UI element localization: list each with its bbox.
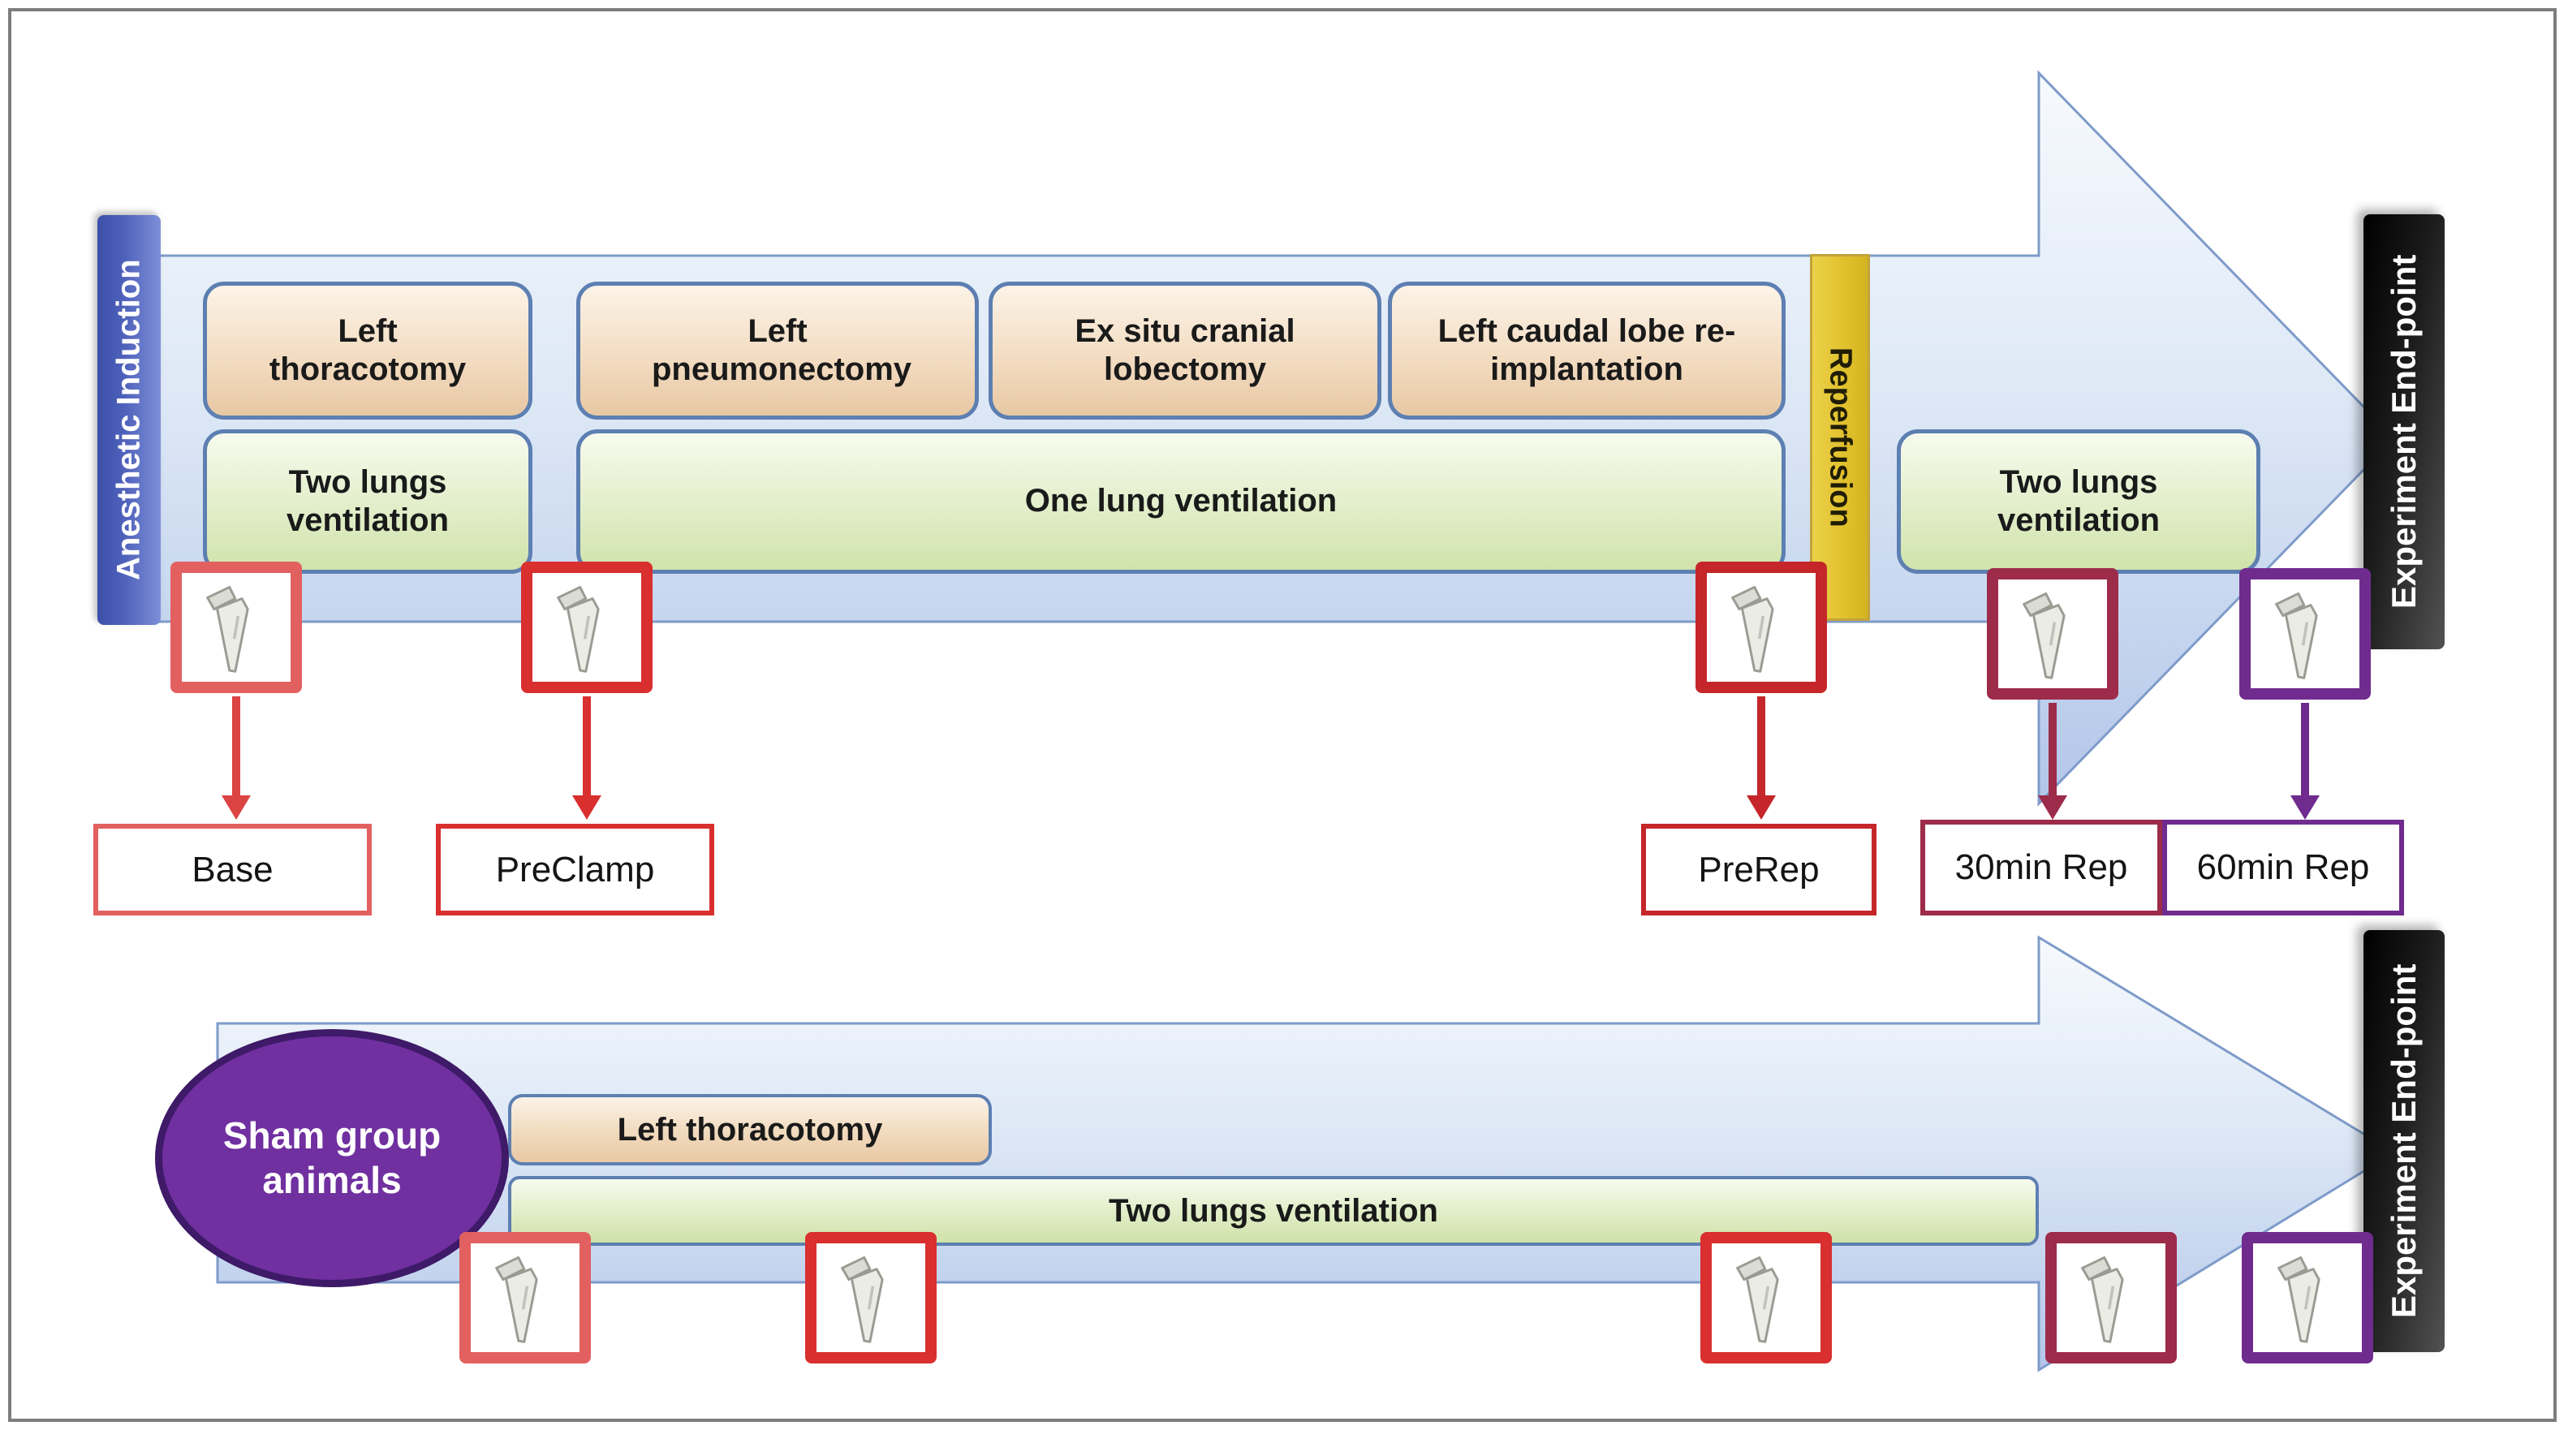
- procedure-label: Ex situ cranial lobectomy: [1075, 312, 1295, 387]
- tube-icon: [1718, 1250, 1814, 1346]
- sham-thoracotomy-bar: Left thoracotomy: [508, 1094, 992, 1165]
- procedure-box-ex-situ-lobectomy: Ex situ cranial lobectomy: [989, 282, 1381, 420]
- reperfusion-bar: Reperfusion: [1810, 254, 1870, 621]
- sample-label-preclamp: PreClamp: [436, 824, 714, 915]
- sham-group-label: Sham group animals: [222, 1114, 442, 1201]
- sample-label-60min: 60min Rep: [2162, 820, 2404, 915]
- down-arrow-60min: [2290, 703, 2320, 820]
- sham-tube-5: [2242, 1232, 2373, 1363]
- figure-border: [8, 8, 2557, 1422]
- procedure-label: Left pneumonectomy: [652, 312, 912, 387]
- sample-tube-30min: [1987, 568, 2118, 700]
- ventilation-label: Two lungs ventilation: [286, 463, 450, 538]
- endpoint-bar-bottom: Experiment End-point: [2363, 930, 2445, 1352]
- down-arrow-30min: [2038, 703, 2067, 820]
- ventilation-label: One lung ventilation: [1024, 483, 1338, 519]
- sham-tube-2: [805, 1232, 937, 1363]
- down-arrow-prerep: [1747, 696, 1776, 820]
- procedure-box-left-thoracotomy: Left thoracotomy: [203, 282, 532, 420]
- tube-icon: [539, 579, 635, 675]
- sample-label-base: Base: [93, 824, 372, 915]
- sample-tube-prerep: [1695, 562, 1827, 693]
- ventilation-box-two-lungs-2: Two lungs ventilation: [1897, 429, 2260, 574]
- tube-icon: [477, 1250, 573, 1346]
- tube-icon: [823, 1250, 919, 1346]
- sample-tube-preclamp: [521, 562, 653, 693]
- procedure-box-left-pneumonectomy: Left pneumonectomy: [576, 282, 979, 420]
- procedure-label: Left thoracotomy: [269, 312, 467, 387]
- sham-tube-1: [459, 1232, 591, 1363]
- ventilation-box-two-lungs-1: Two lungs ventilation: [203, 429, 532, 574]
- sample-label-30min: 30min Rep: [1920, 820, 2162, 915]
- procedure-label: Left caudal lobe re-implantation: [1437, 312, 1736, 387]
- sham-group-ellipse: Sham group animals: [155, 1029, 509, 1287]
- endpoint-bar-top: Experiment End-point: [2363, 214, 2445, 649]
- tube-icon: [1713, 579, 1809, 675]
- tube-icon: [2005, 586, 2101, 682]
- sample-tube-base: [170, 562, 302, 693]
- ventilation-label: Two lungs ventilation: [1997, 463, 2161, 538]
- sham-tube-4: [2045, 1232, 2177, 1363]
- tube-icon: [2257, 586, 2353, 682]
- down-arrow-preclamp: [572, 696, 601, 820]
- tube-icon: [2260, 1250, 2355, 1346]
- down-arrow-base: [222, 696, 251, 820]
- procedure-box-lobe-reimplantation: Left caudal lobe re-implantation: [1388, 282, 1786, 420]
- sham-tube-3: [1700, 1232, 1832, 1363]
- ventilation-box-one-lung: One lung ventilation: [576, 429, 1786, 574]
- sample-tube-60min: [2239, 568, 2371, 700]
- anesthetic-induction-bar: Anesthetic Induction: [97, 215, 161, 625]
- tube-icon: [2063, 1250, 2159, 1346]
- tube-icon: [188, 579, 284, 675]
- sample-label-prerep: PreRep: [1641, 824, 1876, 915]
